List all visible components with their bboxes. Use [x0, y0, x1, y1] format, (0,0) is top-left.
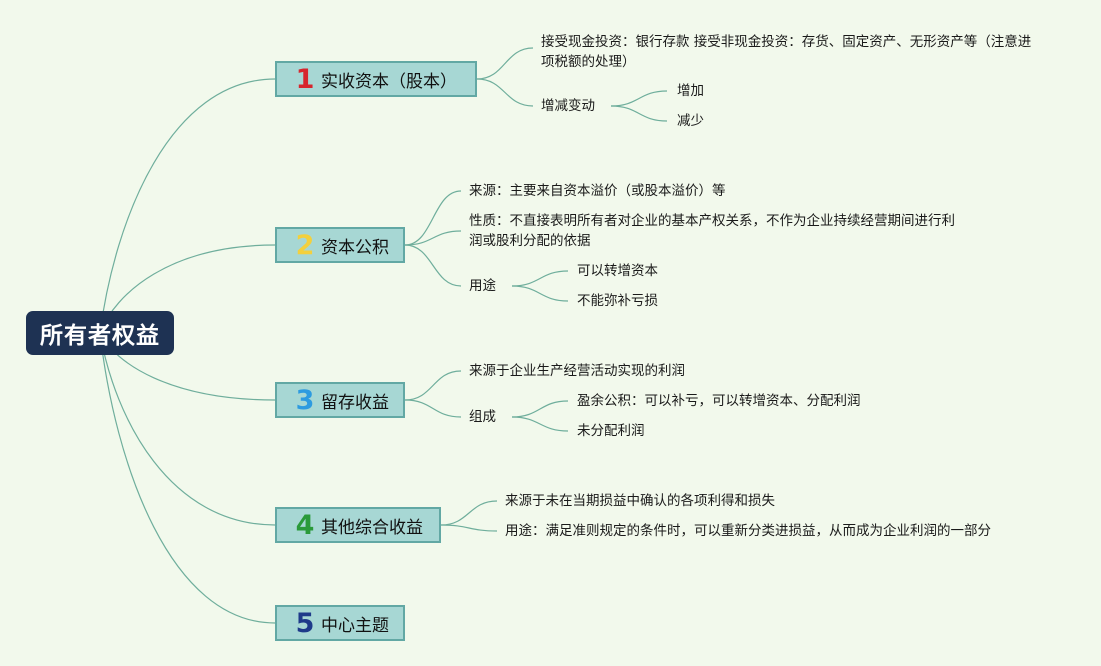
branch-node-4[interactable]: 4 其他综合收益: [275, 507, 441, 543]
connector-2-1: [404, 190, 462, 246]
branch-label-3: 留存收益: [321, 392, 389, 413]
connector-2-3-1: [511, 270, 569, 287]
leaf-2-3-1[interactable]: 可以转增资本: [577, 263, 658, 279]
leaf-1-2-1[interactable]: 增加: [677, 83, 704, 99]
connector-3-2: [404, 399, 462, 418]
connector-3-1: [404, 370, 462, 401]
leaf-2-3-2[interactable]: 不能弥补亏损: [577, 293, 658, 309]
connector-4-1: [440, 500, 498, 526]
leaf-1-2-2[interactable]: 减少: [677, 113, 704, 129]
branch-node-1[interactable]: 1 实收资本（股本）: [275, 61, 477, 97]
branch-label-5: 中心主题: [321, 615, 389, 636]
connector-2-2: [404, 230, 462, 246]
branch-label-2: 资本公积: [321, 237, 389, 258]
connector-3-2-2: [511, 416, 569, 432]
leaf-2-2[interactable]: 性质：不直接表明所有者对企业的基本产权关系，不作为企业持续经营期间进行利润或股利…: [469, 213, 955, 249]
branch-number-5: 5: [295, 607, 315, 639]
leaf-3-2-1[interactable]: 盈余公积：可以补亏，可以转增资本、分配利润: [577, 393, 861, 409]
connector-1-2: [476, 78, 534, 107]
branch-number-1: 1: [295, 63, 315, 95]
leaf-4-1[interactable]: 来源于未在当期损益中确认的各项利得和损失: [505, 493, 775, 509]
leaf-3-1[interactable]: 来源于企业生产经营活动实现的利润: [469, 363, 685, 379]
branch-label-4: 其他综合收益: [321, 517, 423, 538]
connector-root-5: [99, 332, 276, 624]
connector-root-4: [99, 332, 276, 526]
root-node[interactable]: 所有者权益: [26, 311, 174, 355]
connector-1-2-2: [610, 105, 668, 122]
branch-label-1: 实收资本（股本）: [321, 71, 457, 92]
leaf-2-1[interactable]: 来源：主要来自资本溢价（或股本溢价）等: [469, 183, 726, 199]
branch-node-2[interactable]: 2 资本公积: [275, 227, 405, 263]
connector-1-2-1: [610, 90, 668, 107]
connector-2-3: [404, 244, 462, 287]
branch-number-3: 3: [295, 384, 315, 416]
branch-node-3[interactable]: 3 留存收益: [275, 382, 405, 418]
branch-number-4: 4: [295, 509, 315, 541]
connector-root-1: [99, 78, 276, 334]
branch-node-5[interactable]: 5 中心主题: [275, 605, 405, 641]
root-label: 所有者权益: [40, 323, 160, 349]
connector-4-2: [440, 524, 498, 532]
leaf-2-3[interactable]: 用途: [469, 278, 496, 294]
leaf-1-1[interactable]: 接受现金投资：银行存款 接受非现金投资：存货、固定资产、无形资产等（注意进项税额…: [541, 34, 1032, 70]
leaf-1-2[interactable]: 增减变动: [541, 98, 595, 114]
connector-1-1: [476, 47, 534, 80]
connector-2-3-2: [511, 285, 569, 302]
leaf-3-2[interactable]: 组成: [469, 409, 496, 425]
branch-number-2: 2: [295, 229, 315, 261]
leaf-3-2-2[interactable]: 未分配利润: [577, 423, 645, 439]
connector-3-2-1: [511, 400, 569, 418]
leaf-4-2[interactable]: 用途：满足准则规定的条件时，可以重新分类进损益，从而成为企业利润的一部分: [505, 523, 991, 539]
